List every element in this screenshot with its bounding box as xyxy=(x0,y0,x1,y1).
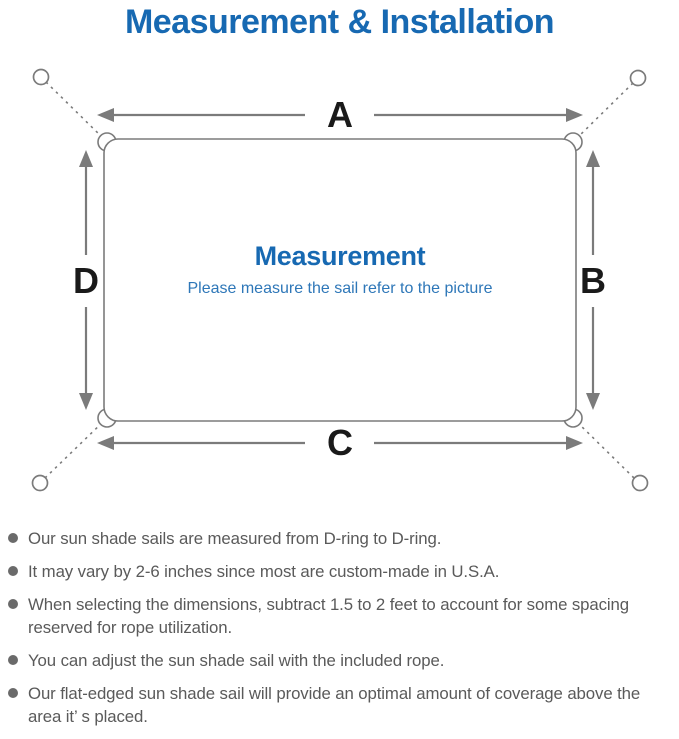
anchor-circle-top-left xyxy=(32,68,50,86)
anchor-circle-top-right xyxy=(629,69,647,87)
bullet-dot xyxy=(8,599,18,609)
note-text: You can adjust the sun shade sail with t… xyxy=(28,651,445,670)
anchor-circle-bottom-left xyxy=(31,474,49,492)
note-item: It may vary by 2-6 inches since most are… xyxy=(8,560,675,583)
bullet-dot xyxy=(8,688,18,698)
anchor-points xyxy=(31,68,649,492)
page-title: Measurement & Installation xyxy=(124,3,555,41)
note-item: When selecting the dimensions, subtract … xyxy=(8,593,675,639)
rope-line-bottom-left xyxy=(44,419,106,479)
bullet-dot xyxy=(8,566,18,576)
notes-list: Our sun shade sails are measured from D-… xyxy=(0,527,679,738)
anchor-circle-bottom-right xyxy=(631,474,649,492)
dimension-arrow-d xyxy=(79,150,93,410)
note-item: Our flat-edged sun shade sail will provi… xyxy=(8,682,675,728)
dimension-label-a: A xyxy=(327,94,353,135)
bullet-dot xyxy=(8,533,18,543)
note-text: When selecting the dimensions, subtract … xyxy=(28,595,630,637)
note-text: It may vary by 2-6 inches since most are… xyxy=(28,562,500,581)
dimension-arrow-a xyxy=(97,108,583,122)
dimension-arrow-c xyxy=(97,436,583,450)
note-text: Our sun shade sails are measured from D-… xyxy=(28,529,442,548)
sail-measurement-diagram: A C D B Measurement Please measure the s… xyxy=(0,45,679,520)
note-item: Our sun shade sails are measured from D-… xyxy=(8,527,675,550)
bullet-dot xyxy=(8,655,18,665)
dimension-arrow-b xyxy=(586,150,600,410)
rope-line-top-right xyxy=(574,82,634,141)
note-item: You can adjust the sun shade sail with t… xyxy=(8,649,675,672)
sail-rectangle xyxy=(103,138,577,422)
rope-line-top-left xyxy=(45,81,106,141)
rope-line-bottom-right xyxy=(574,419,635,479)
sail-diagram-svg: A C D B xyxy=(31,68,649,492)
note-text: Our flat-edged sun shade sail will provi… xyxy=(28,684,641,726)
dimension-label-d: D xyxy=(73,260,99,301)
dimension-label-b: B xyxy=(580,260,606,301)
dimension-label-c: C xyxy=(327,422,353,463)
